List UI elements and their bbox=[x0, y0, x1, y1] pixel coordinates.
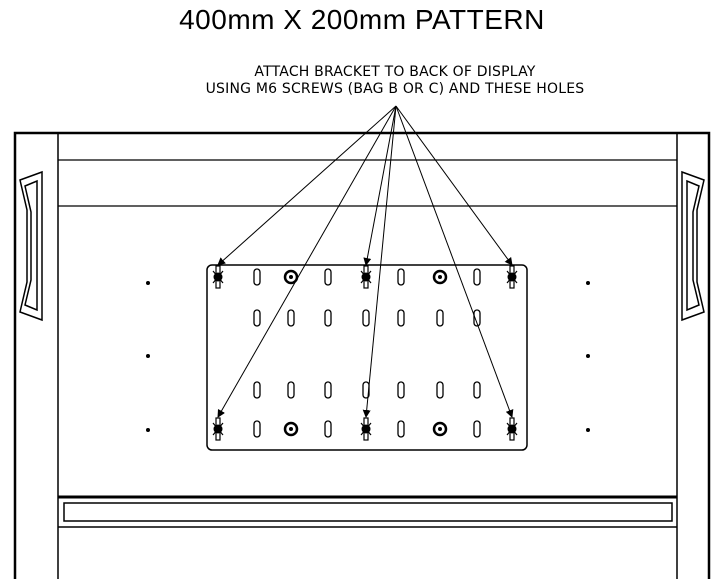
bottom-rail bbox=[58, 495, 677, 528]
mounting-bracket bbox=[206, 264, 528, 451]
bracket-slot bbox=[397, 268, 405, 286]
bracket-slot bbox=[287, 309, 295, 327]
bracket-round-hole-center bbox=[289, 275, 293, 279]
callout-leader-lines bbox=[217, 105, 514, 418]
bracket-slot bbox=[324, 268, 332, 286]
bracket-round-hole-center bbox=[438, 427, 442, 431]
screw-thread-mark bbox=[506, 270, 518, 284]
bracket-round-hole bbox=[283, 269, 299, 285]
m6-screw bbox=[360, 417, 372, 441]
bracket-slot bbox=[253, 268, 261, 286]
screw-thread-mark bbox=[360, 270, 372, 284]
leader-arrow bbox=[395, 105, 514, 418]
bracket-slot bbox=[436, 381, 444, 399]
bracket-round-hole-center bbox=[438, 275, 442, 279]
bracket-round-holes bbox=[283, 269, 448, 437]
leader-arrow bbox=[217, 105, 397, 418]
screw-thread-mark bbox=[212, 422, 224, 436]
leader-arrow bbox=[395, 105, 513, 266]
leader-arrow bbox=[362, 105, 397, 418]
right-handle bbox=[681, 170, 705, 322]
display-frame bbox=[13, 131, 711, 579]
bracket-slot bbox=[473, 268, 481, 286]
display-screw-dots bbox=[146, 281, 590, 432]
bracket-round-hole bbox=[283, 421, 299, 437]
bracket-round-hole-center bbox=[289, 427, 293, 431]
bracket-slot bbox=[473, 420, 481, 438]
leader-arrow bbox=[363, 105, 397, 266]
leader-arrow bbox=[217, 105, 397, 266]
instruction-callout: ATTACH BRACKET TO BACK OF DISPLAY USING … bbox=[0, 64, 724, 98]
screw-thread-mark bbox=[506, 422, 518, 436]
bracket-slot bbox=[473, 381, 481, 399]
bracket-slot bbox=[397, 309, 405, 327]
bracket-slot bbox=[253, 381, 261, 399]
bracket-slot bbox=[324, 309, 332, 327]
m6-screw bbox=[506, 265, 518, 289]
m6-screw bbox=[360, 265, 372, 289]
bracket-round-hole bbox=[432, 269, 448, 285]
bracket-slot bbox=[324, 420, 332, 438]
bracket-slot bbox=[253, 420, 261, 438]
bracket-slot bbox=[397, 381, 405, 399]
screw-thread-mark bbox=[360, 422, 372, 436]
bracket-slot bbox=[436, 309, 444, 327]
screw-thread-mark bbox=[212, 270, 224, 284]
bracket-slot bbox=[287, 381, 295, 399]
m6-screws bbox=[212, 265, 518, 441]
bracket-slot bbox=[473, 309, 481, 327]
m6-screw bbox=[506, 417, 518, 441]
instruction-line-2: USING M6 SCREWS (BAG B OR C) AND THESE H… bbox=[205, 81, 585, 97]
bracket-slot bbox=[324, 381, 332, 399]
instruction-line-1: ATTACH BRACKET TO BACK OF DISPLAY bbox=[254, 64, 536, 80]
left-handle bbox=[19, 170, 43, 322]
diagram-title: 400mm X 200mm PATTERN bbox=[179, 4, 545, 35]
bracket-round-hole bbox=[432, 421, 448, 437]
m6-screw bbox=[212, 265, 224, 289]
bracket-slots bbox=[253, 268, 481, 438]
m6-screw bbox=[212, 417, 224, 441]
bracket-slot bbox=[362, 309, 370, 327]
bracket-slot bbox=[253, 309, 261, 327]
bracket-slot bbox=[397, 420, 405, 438]
